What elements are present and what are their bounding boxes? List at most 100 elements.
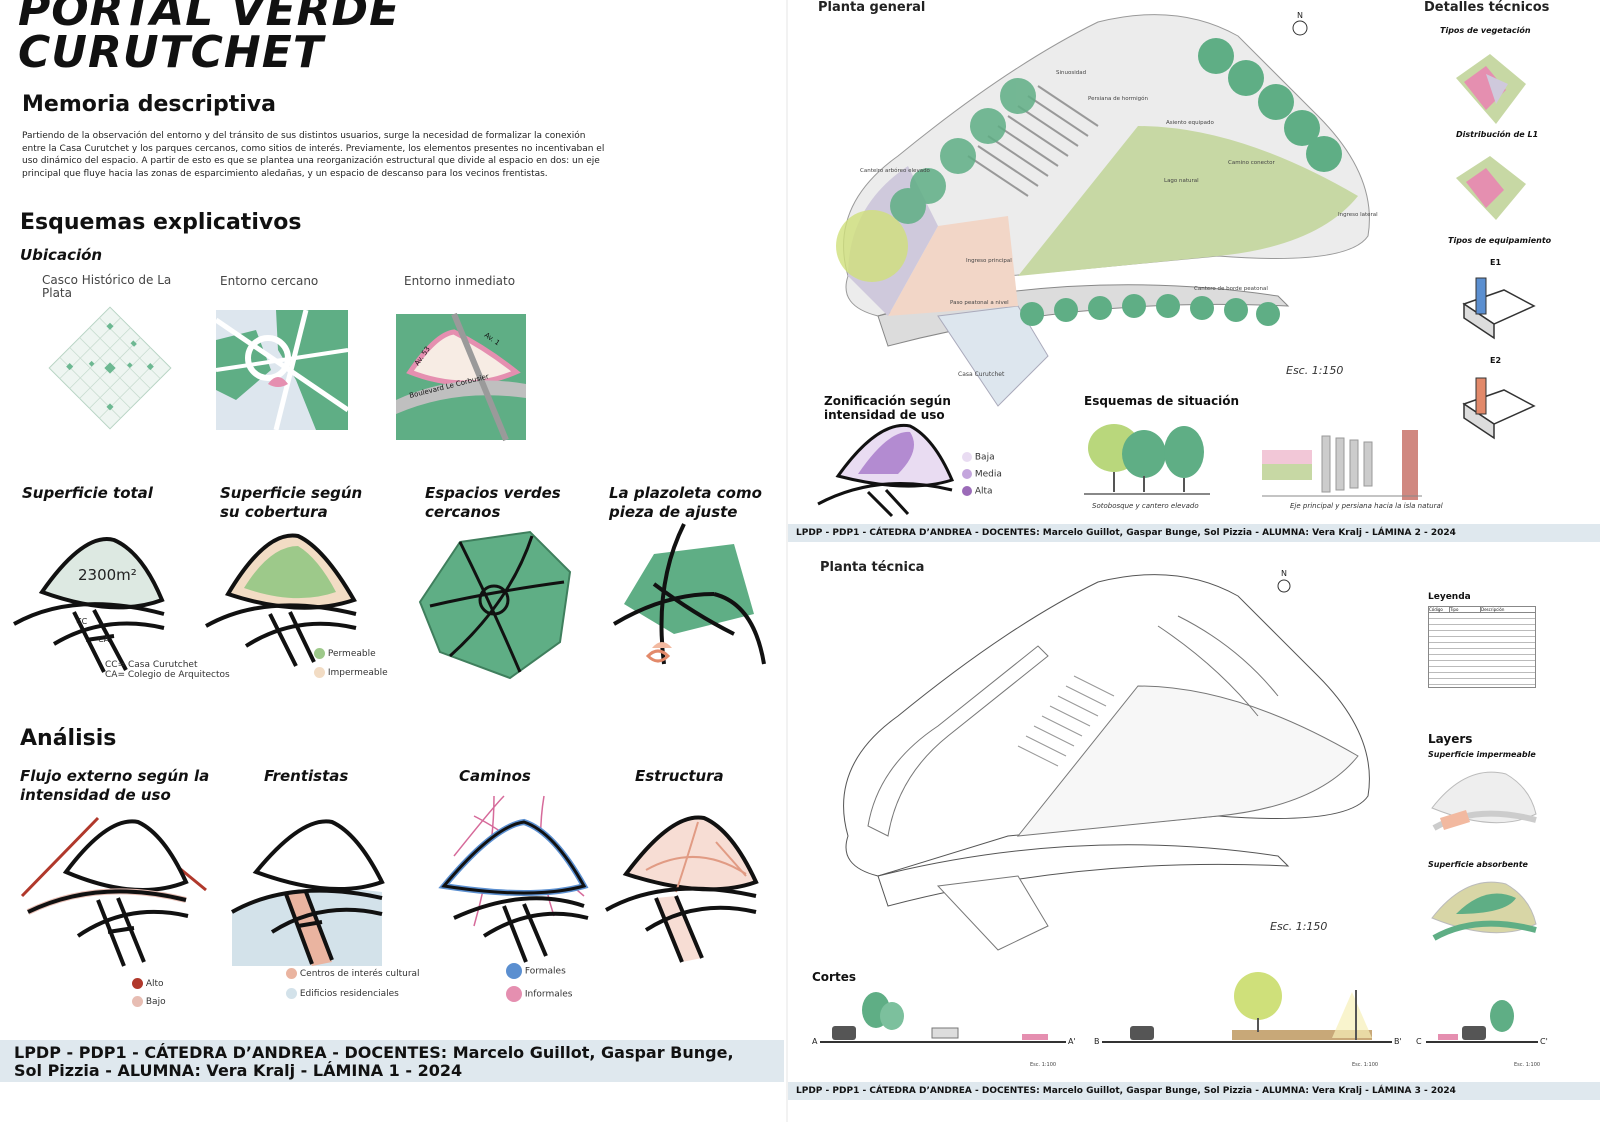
legend-formales: Formales — [506, 963, 566, 979]
scheme-title-1: Superficie total — [22, 484, 153, 502]
corte-mark-b2: B' — [1394, 1037, 1402, 1046]
sheet-divider — [786, 0, 788, 1122]
analisis-title-1: Flujo externo según la intensidad de uso — [20, 767, 210, 804]
alto-label: Alto — [145, 979, 164, 989]
corte-mark-c2: C' — [1540, 1037, 1548, 1046]
alto-swatch — [132, 978, 143, 989]
leyenda-header-type: Tipo — [1450, 607, 1481, 612]
corte-mark-c: C — [1416, 1037, 1422, 1046]
north-icon — [1292, 20, 1308, 36]
alta-label: Alta — [974, 486, 993, 497]
plan-label-canteiro: Canteiro arbóreo elevado — [860, 167, 931, 174]
detalle-equipamiento-label: Tipos de equipamiento — [1448, 236, 1552, 245]
cc-label: CC — [76, 617, 88, 626]
plan-label-persiana: Persiana de hormigón — [1088, 95, 1149, 102]
e1-label: E1 — [1490, 258, 1502, 267]
memoria-text: Partiendo de la observación del entorno … — [22, 131, 605, 179]
north-label: N — [1297, 11, 1303, 20]
layers-title: Layers — [1428, 732, 1473, 746]
permeable-swatch — [314, 648, 325, 659]
legend-edificios: Edificios residenciales — [286, 988, 399, 999]
corte-mark-b: B — [1094, 1037, 1100, 1046]
e2-label: E2 — [1490, 356, 1502, 365]
footer1-line-2: Sol Pizzia - ALUMNA: Vera Kralj - LÁMINA… — [14, 1061, 463, 1080]
legend-baja: Baja — [962, 452, 995, 463]
memoria-heading: Memoria descriptiva — [22, 92, 276, 117]
footer1-line-1: LPDP - PDP1 - CÁTEDRA D’ANDREA - DOCENTE… — [14, 1043, 734, 1062]
situacion-caption-2: Eje principal y persiana hacia la isla n… — [1290, 502, 1443, 510]
bajo-label: Bajo — [145, 997, 166, 1007]
zonificacion-drawing — [817, 423, 955, 518]
esquemas-heading: Esquemas explicativos — [20, 210, 302, 235]
zonificacion-title: Zonificación según intensidad de uso — [824, 394, 951, 422]
planta-general-scale: Esc. 1:150 — [1286, 364, 1343, 377]
plan-label-camino: Camino conector — [1228, 160, 1275, 166]
layer-impermeable-drawing — [1431, 771, 1537, 831]
planta-tecnica-scale: Esc. 1:150 — [1270, 920, 1327, 933]
edificios-swatch — [286, 988, 297, 999]
leyenda-header-code: Código — [1429, 607, 1450, 612]
analisis-heading: Análisis — [20, 726, 117, 751]
planta-tecnica-title: Planta técnica — [820, 560, 925, 575]
analisis-title-4: Estructura — [635, 767, 724, 785]
legend-media: Media — [962, 469, 1002, 480]
sheet3-footer: LPDP - PDP1 - CÁTEDRA D’ANDREA - DOCENTE… — [788, 1082, 1600, 1100]
plan-label-cantero-borde: Cantero de borde peatonal — [1194, 286, 1268, 292]
analisis-frentistas — [231, 819, 385, 966]
area-value: 2300m² — [78, 566, 137, 584]
e1-drawing — [1462, 277, 1536, 340]
media-swatch — [962, 469, 972, 479]
legend-informales: Informales — [506, 986, 572, 1002]
detalle-vegetacion-drawing — [1456, 54, 1526, 124]
situacion-drawing-1 — [1084, 424, 1210, 495]
esquemas-situacion-title: Esquemas de situación — [1084, 394, 1240, 408]
map-casco-historico — [48, 306, 172, 430]
north-icon-tecnica — [1277, 579, 1291, 593]
informales-swatch — [506, 986, 522, 1002]
plan-label-ingreso-lateral: Ingreso lateral — [1338, 212, 1378, 218]
title-line-1: PORTAL VERDE — [18, 0, 401, 36]
sheet1-footer: LPDP - PDP1 - CÁTEDRA D’ANDREA - DOCENTE… — [0, 1040, 784, 1082]
detalle-distribucion-label: Distribución de L1 — [1456, 130, 1539, 139]
formales-swatch — [506, 963, 522, 979]
ubicacion-label-3: Entorno inmediato — [404, 274, 516, 288]
analisis-title-3: Caminos — [459, 767, 531, 785]
legend-alto: Alto — [132, 978, 164, 989]
situacion-caption-1: Sotobosque y cantero elevado — [1092, 502, 1199, 510]
formales-label: Formales — [524, 966, 566, 977]
corte-scale-a: Esc. 1:100 — [1030, 1062, 1056, 1068]
scheme-superficie-total: 2300m² CC CA — [13, 537, 165, 673]
scheme-title-4: La plazoleta como pieza de ajuste — [609, 484, 762, 521]
cortes-title: Cortes — [812, 970, 856, 984]
leyenda-header-row: Código Tipo Descripción — [1429, 607, 1535, 613]
corte-mark-a2: A' — [1068, 1037, 1076, 1046]
e2-drawing — [1462, 377, 1536, 440]
corte-mark-a: A — [812, 1037, 818, 1046]
legend-centros: Centros de interés cultural — [286, 968, 420, 979]
impermeable-label: Impermeable — [327, 668, 388, 678]
centros-swatch — [286, 968, 297, 979]
sup-impermeable-label: Superficie impermeable — [1428, 750, 1536, 759]
ubicacion-heading: Ubicación — [20, 246, 103, 264]
corte-scale-c: Esc. 1:100 — [1514, 1062, 1540, 1068]
casa-curutchet-block — [937, 305, 1049, 407]
analisis-estructura — [605, 815, 759, 963]
legend-impermeable: Impermeable — [314, 667, 388, 678]
plan-label-asiento: Asiento equipado — [1166, 120, 1215, 126]
cc-ca-legend: CC= Casa Curutchet CA= Colegio de Arquit… — [105, 660, 230, 680]
scheme-pieza-ajuste — [612, 523, 766, 665]
planta-tecnica-plan: N Esc. 1:150 — [843, 569, 1370, 951]
map-entorno-inmediato: Av. 53 Av. 1 Boulevard Le Corbusier — [396, 312, 526, 442]
cortes-drawing: A A' B B' C C' Esc. 1:100 Esc. 1:100 Esc… — [812, 972, 1548, 1068]
ubicacion-label-1: Casco Histórico de La Plata — [42, 273, 172, 300]
planta-general-title: Planta general — [818, 0, 926, 15]
plan-label-casa: Casa Curutchet — [958, 371, 1005, 378]
impermeable-swatch — [314, 667, 325, 678]
title-line-2: CURUTCHET — [18, 27, 324, 78]
sheet2-footer: LPDP - PDP1 - CÁTEDRA D’ANDREA - DOCENTE… — [788, 524, 1600, 542]
permeable-label: Permeable — [327, 649, 376, 659]
informales-label: Informales — [524, 989, 573, 1000]
detalle-distribucion-drawing — [1456, 156, 1526, 220]
edificios-label: Edificios residenciales — [299, 989, 399, 999]
leyenda-rows — [1429, 613, 1535, 685]
